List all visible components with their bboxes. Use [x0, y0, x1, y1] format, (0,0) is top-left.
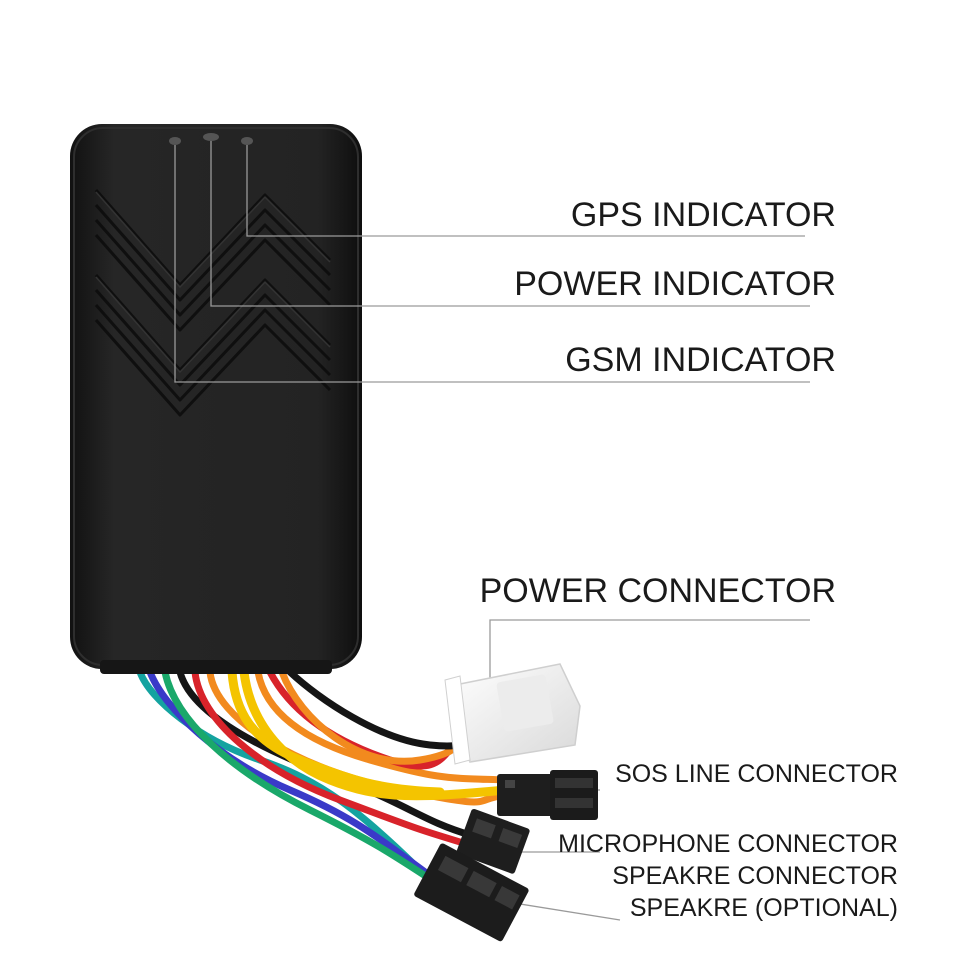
power-indicator-label: POWER INDICATOR [514, 265, 836, 303]
power-connector-label: POWER CONNECTOR [479, 572, 836, 610]
tracker-device [70, 124, 362, 674]
sos-connector [497, 770, 598, 820]
gps-indicator-label: GPS INDICATOR [570, 196, 836, 234]
power-connector [444, 663, 581, 765]
speaker-optional-label: SPEAKRE (OPTIONAL) [629, 894, 898, 922]
gsm-led [169, 137, 181, 145]
wire-green [161, 668, 474, 909]
speaker-connector-label: SPEAKRE CONNECTOR [612, 862, 898, 890]
sos-line-connector-label: SOS LINE CONNECTOR [615, 760, 898, 788]
power-led [203, 133, 219, 141]
wire-harness [136, 667, 510, 909]
speaker-connector [414, 843, 529, 942]
wire-blue [146, 668, 454, 894]
microphone-connector [456, 809, 530, 874]
microphone-connector-label: MICROPHONE CONNECTOR [558, 830, 898, 858]
wire-red-1 [191, 668, 474, 849]
wire-yellow-2 [239, 667, 510, 801]
wire-orange-2 [254, 668, 509, 784]
gsm-indicator-label: GSM INDICATOR [565, 341, 836, 379]
chevron-pattern [94, 189, 332, 417]
gps-led [241, 137, 253, 145]
